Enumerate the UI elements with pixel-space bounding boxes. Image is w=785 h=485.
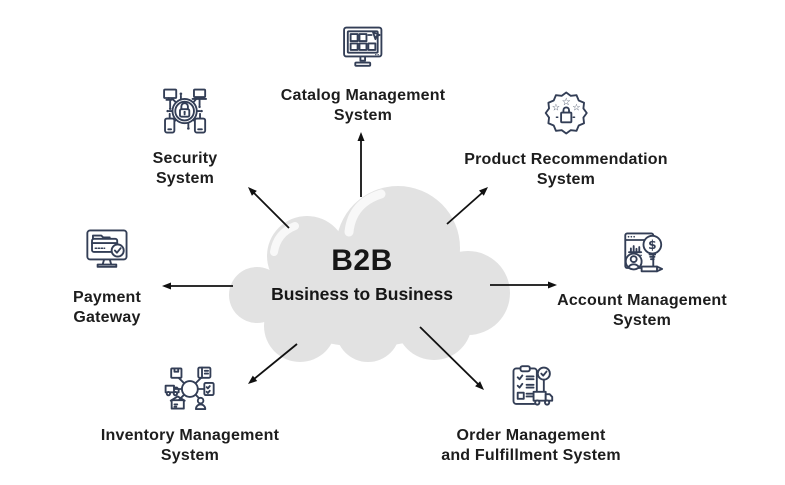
- arrow-to-product-recommendation: [446, 187, 488, 225]
- arrow-to-order: [419, 326, 484, 390]
- node-label-line: Security: [152, 150, 218, 167]
- node-label: Catalog Management System: [281, 86, 446, 126]
- b2b-cloud: [229, 186, 510, 362]
- node-label: Security System: [153, 149, 218, 189]
- node-label: Account Management System: [557, 291, 727, 331]
- node-label-line: Payment: [72, 289, 142, 306]
- svg-text:☆: ☆: [552, 103, 560, 114]
- diagram-subtitle: Business to Business: [271, 284, 453, 304]
- svg-text:☆: ☆: [561, 96, 570, 108]
- node-label: Payment Gateway: [73, 288, 141, 328]
- node-label: Order Management and Fulfillment System: [441, 426, 621, 466]
- arrow-to-security: [248, 187, 290, 229]
- node-label-line: Product Recommendation: [464, 151, 668, 168]
- arrow-to-inventory: [248, 343, 298, 384]
- monitor-credit-card-check-icon: [86, 229, 128, 268]
- arrow-to-payment: [162, 282, 233, 290]
- node-label-line: Account Management: [557, 292, 727, 309]
- node-label-line: System: [612, 312, 672, 329]
- node-payment-gateway: Payment Gateway: [73, 223, 141, 328]
- node-product-recommendation: ☆ ☆ ☆ Product Recommendation System: [464, 85, 668, 190]
- node-account-management: $ Account Management System: [557, 226, 727, 331]
- node-label-line: System: [536, 171, 596, 188]
- node-label-line: System: [333, 107, 393, 124]
- node-label-line: Order Management: [456, 427, 606, 444]
- node-security-system: Security System: [153, 84, 218, 189]
- cloud-center-label: B2B Business to Business: [271, 246, 453, 305]
- cloud-highlight-arc: [344, 189, 386, 237]
- node-label-line: Catalog Management: [280, 87, 446, 104]
- node-label-line: System: [155, 170, 215, 187]
- supply-chain-hub-icon: [164, 366, 215, 410]
- network-lock-icon: [163, 88, 208, 134]
- svg-text:☆: ☆: [572, 103, 580, 114]
- node-inventory-management: Inventory Management System: [101, 361, 279, 466]
- arrow-to-account: [490, 281, 557, 289]
- node-label-line: Inventory Management: [100, 427, 280, 444]
- node-catalog-management: Catalog Management System: [281, 21, 446, 126]
- catalog-monitor-icon: [343, 26, 383, 67]
- clipboard-checklist-truck-icon: [512, 365, 553, 406]
- badge-stars-shopping-bag-icon: ☆ ☆ ☆: [544, 91, 588, 135]
- cloud-highlight-arc: [270, 222, 299, 256]
- report-bulb-user-pencil-icon: $: [624, 232, 663, 273]
- node-label-line: Gateway: [73, 309, 141, 326]
- node-label-line: and Fulfillment System: [441, 447, 621, 464]
- node-label-line: System: [160, 447, 220, 464]
- node-order-management: Order Management and Fulfillment System: [441, 361, 621, 466]
- node-label: Inventory Management System: [101, 426, 279, 466]
- diagram-title: B2B: [331, 244, 393, 277]
- node-label: Product Recommendation System: [464, 150, 668, 190]
- svg-text:$: $: [648, 238, 656, 252]
- arrow-to-catalog: [357, 132, 365, 197]
